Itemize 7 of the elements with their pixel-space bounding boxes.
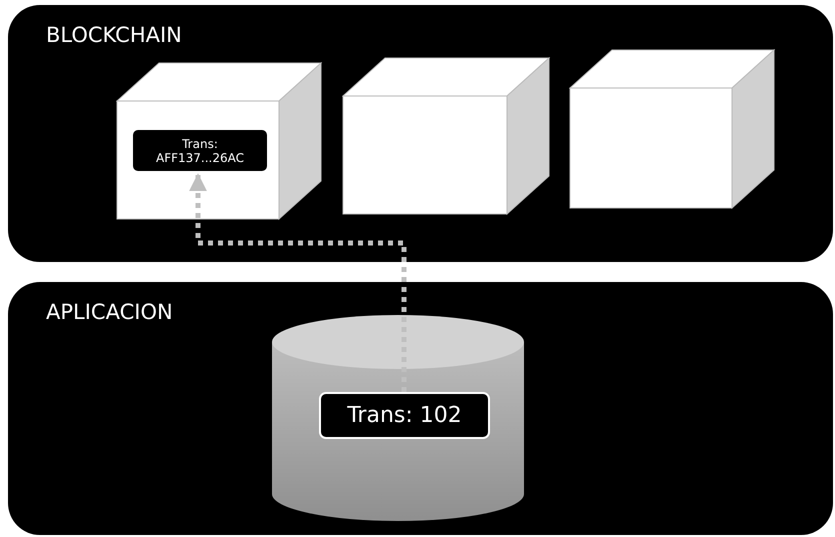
dotted-arrow xyxy=(189,173,406,392)
panel-band xyxy=(8,5,833,262)
panel-band xyxy=(8,282,833,535)
section-title: APLICACION xyxy=(46,300,173,324)
transaction-label: Trans: 102 xyxy=(319,392,490,439)
section-title: BLOCKCHAIN xyxy=(46,23,182,47)
transaction-label: Trans: AFF137...26AC xyxy=(131,128,269,173)
